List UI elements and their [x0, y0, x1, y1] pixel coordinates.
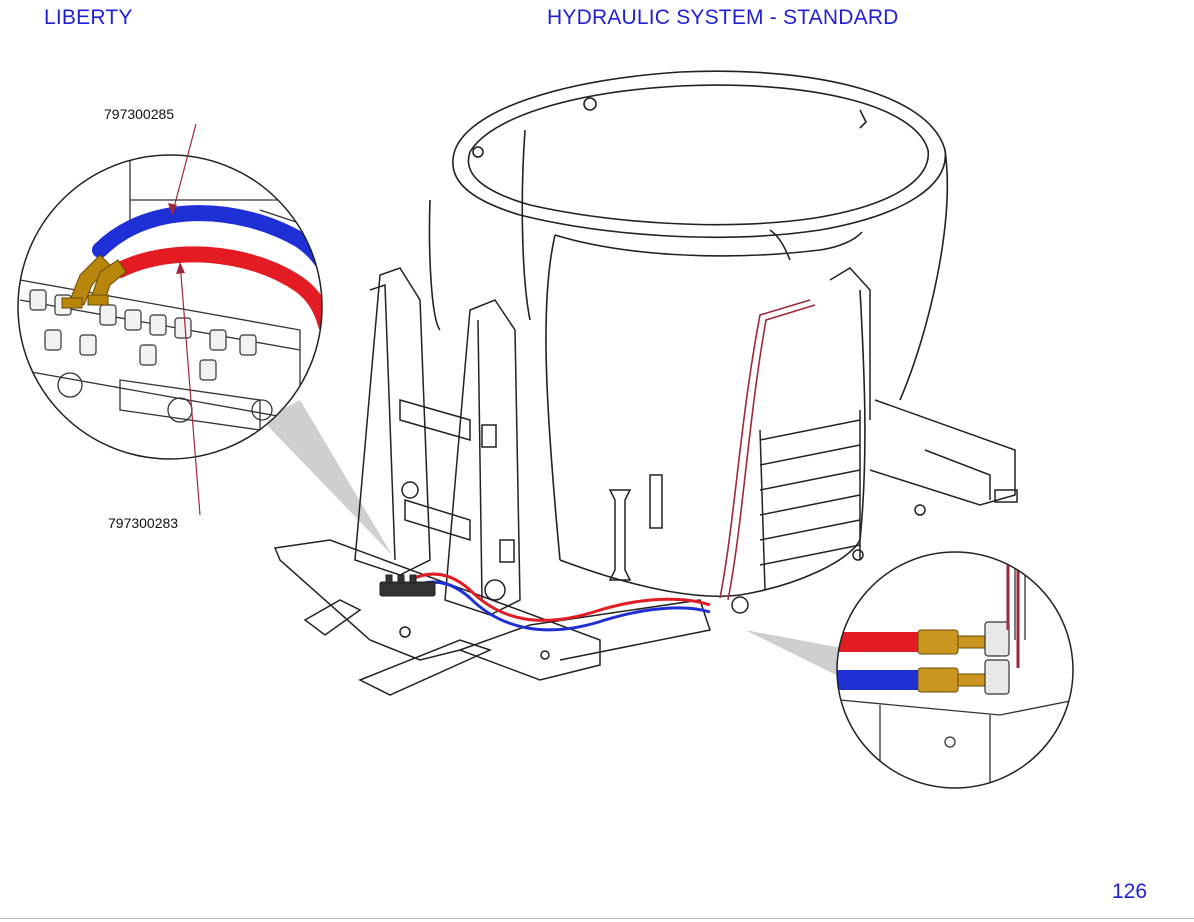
main-hoses	[409, 299, 816, 632]
detail-pointer-right	[745, 630, 850, 682]
hose-fitting-detail-zoom	[837, 552, 1073, 788]
leader-line-797300285	[171, 123, 197, 216]
document-section-title: HYDRAULIC SYSTEM - STANDARD	[547, 6, 899, 29]
page-number: 126	[1112, 880, 1148, 903]
leader-arrow-797300283	[176, 262, 185, 274]
callout-label-797300283: 797300283	[108, 515, 179, 531]
mixer-tub	[428, 70, 948, 598]
brass-elbow-fittings	[61, 254, 127, 309]
leader-line-797300283	[179, 261, 201, 516]
pressure-hose-detail	[112, 246, 322, 333]
detail-circle-left	[17, 154, 323, 460]
machine-frame	[273, 267, 1018, 696]
detail-circle-right	[836, 551, 1074, 789]
callout-label-797300285: 797300285	[104, 106, 175, 122]
document-brand-title: LIBERTY	[44, 6, 133, 29]
elbow-adapters	[984, 621, 1010, 695]
return-hose-detail	[92, 205, 322, 298]
leader-arrow-797300285	[168, 203, 177, 215]
valve-block	[379, 574, 436, 597]
detail-pointer-left	[262, 400, 392, 555]
page-bottom-rule	[0, 918, 1194, 919]
brass-fittings-right	[917, 629, 989, 693]
